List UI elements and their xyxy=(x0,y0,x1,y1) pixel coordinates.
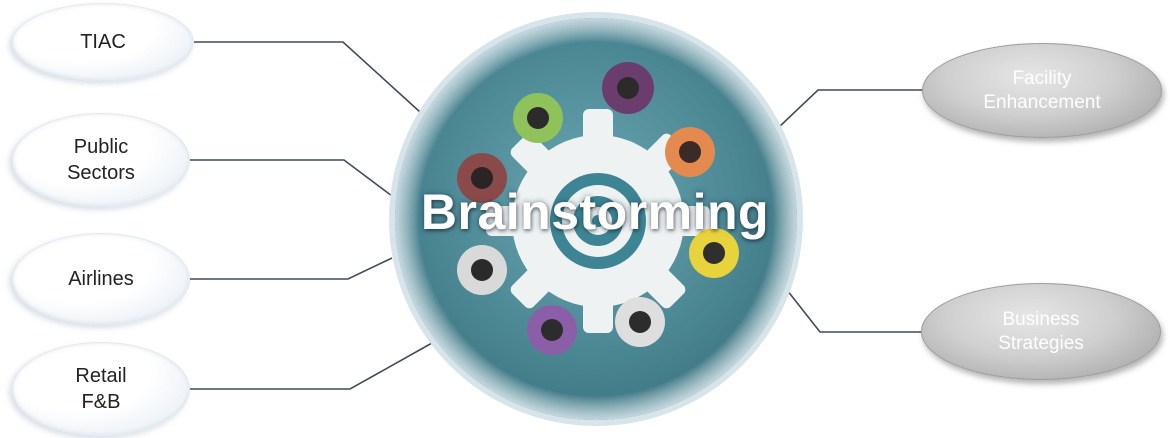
person-icon xyxy=(602,62,654,114)
connector-facility xyxy=(778,90,923,128)
connector-business xyxy=(787,290,922,332)
node-label: Retail F&B xyxy=(75,363,126,415)
node-label: Public Sectors xyxy=(67,134,135,186)
node-public-sectors: Public Sectors xyxy=(12,113,190,207)
person-icon xyxy=(457,245,507,295)
node-label: TIAC xyxy=(80,29,126,55)
node-facility-enhancement: Facility Enhancement xyxy=(922,43,1162,138)
person-icon xyxy=(527,305,577,355)
connector-tiac xyxy=(194,42,420,112)
node-airlines: Airlines xyxy=(12,233,190,325)
connector-retail xyxy=(190,343,432,389)
node-label: Business Strategies xyxy=(998,308,1084,356)
person-icon xyxy=(513,93,563,143)
node-retail-fb: Retail F&B xyxy=(12,342,190,436)
connector-airlines xyxy=(190,258,392,279)
hub-title: Brainstorming xyxy=(385,183,805,241)
node-label: Airlines xyxy=(68,266,134,292)
node-label: Facility Enhancement xyxy=(983,67,1100,115)
connector-public-sectors xyxy=(190,160,392,196)
node-business-strategies: Business Strategies xyxy=(921,283,1161,380)
node-tiac: TIAC xyxy=(12,3,194,81)
person-icon xyxy=(615,297,665,347)
person-icon xyxy=(665,127,715,177)
